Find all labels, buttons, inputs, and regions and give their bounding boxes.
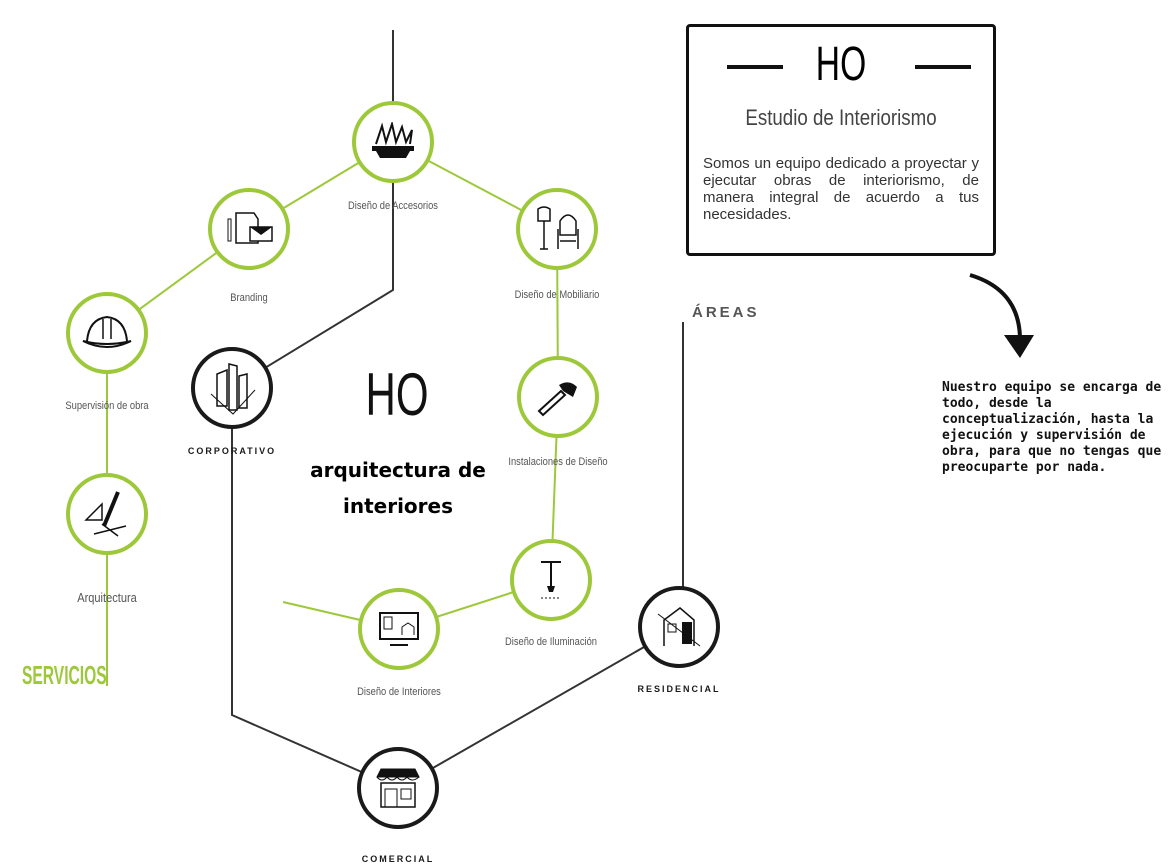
node-branding[interactable] xyxy=(208,188,290,270)
node-instalaciones[interactable] xyxy=(517,356,599,438)
dash-right xyxy=(915,65,971,69)
storefront-icon xyxy=(376,768,420,808)
label-accesorios: Diseño de Accesorios xyxy=(348,200,438,212)
node-iluminacion[interactable] xyxy=(510,539,592,621)
info-box-description: Somos un equipo dedicado a proyectar y e… xyxy=(703,155,979,223)
node-mobiliario[interactable] xyxy=(516,188,598,270)
node-supervision[interactable] xyxy=(66,292,148,374)
stationery-icon xyxy=(227,212,273,244)
plant-icon xyxy=(372,122,414,158)
label-supervision: Supervisión de obra xyxy=(65,400,149,412)
dash-left xyxy=(727,65,783,69)
label-arquitectura: Arquitectura xyxy=(77,590,137,605)
hardhat-icon xyxy=(82,315,132,348)
monitor-icon xyxy=(379,612,419,646)
node-corporativo[interactable] xyxy=(191,347,273,429)
center-tagline: arquitectura de interiores xyxy=(310,458,486,518)
lamp-icon xyxy=(541,561,561,599)
label-corporativo: CORPORATIVO xyxy=(187,446,277,456)
node-interiores[interactable] xyxy=(358,588,440,670)
servicios-label: SERVICIOS xyxy=(22,660,107,690)
buildings-icon xyxy=(210,363,256,415)
info-box: HO Estudio de Interiorismo Somos un equi… xyxy=(686,24,996,256)
areas-label: ÁREAS xyxy=(692,304,760,321)
label-residencial: RESIDENCIAL xyxy=(637,684,721,694)
house-icon xyxy=(657,607,701,647)
info-box-title: HO xyxy=(815,38,867,91)
node-accesorios[interactable] xyxy=(352,101,434,183)
drafting-icon xyxy=(84,491,127,537)
info-box-subtitle: Estudio de Interiorismo xyxy=(745,105,937,130)
node-comercial[interactable] xyxy=(357,747,439,829)
label-mobiliario: Diseño de Mobiliario xyxy=(514,289,600,301)
node-arquitectura[interactable] xyxy=(66,473,148,555)
label-iluminacion: Diseño de Iluminación xyxy=(504,636,597,648)
label-branding: Branding xyxy=(230,292,268,304)
team-note: Nuestro equipo se encarga de todo, desde… xyxy=(942,380,1162,475)
label-instalaciones: Instalaciones de Diseño xyxy=(508,456,608,468)
label-interiores: Diseño de Interiores xyxy=(357,686,441,698)
hammer-icon xyxy=(537,382,577,417)
label-comercial: COMERCIAL xyxy=(361,854,435,864)
center-logo: HO xyxy=(365,361,429,428)
furniture-icon xyxy=(537,206,579,250)
node-residencial[interactable] xyxy=(638,586,720,668)
